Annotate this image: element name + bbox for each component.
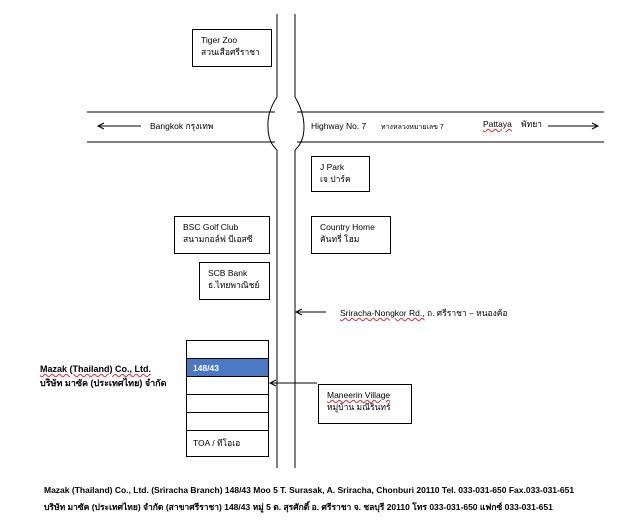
- bsc-golf-label: BSC Golf Club: [183, 222, 239, 232]
- company-label-th: บริษัท มาซัค (ประเทศไทย) จำกัด: [40, 378, 167, 388]
- scb-bank-box: SCB Bank ธ.ไทยพาณิชย์: [199, 262, 270, 300]
- scb-bank-label: SCB Bank: [208, 268, 248, 278]
- country-home-label: Country Home: [320, 222, 375, 232]
- maneerin-box: Maneerin Village หมู่บ้าน มณีรินทร์: [318, 384, 412, 424]
- highway-label: Highway No. 7: [311, 121, 367, 131]
- roundabout-left: [267, 96, 278, 151]
- country-home-box: Country Home คันทรี่ โฮม: [311, 216, 391, 254]
- tiger-zoo-label: Tiger Zoo: [201, 35, 238, 45]
- bsc-golf-label-th: สนามกอล์ฟ บีเอสซี: [183, 234, 253, 244]
- building-row: [186, 376, 269, 395]
- bangkok-label: Bangkok กรุงเทพ: [150, 121, 214, 131]
- road-label-th: ถ. ศรีราชา – หนองค้อ: [426, 308, 508, 318]
- building-toa: TOA / ทีโอเอ: [186, 430, 269, 457]
- highway-label-th: ทางหลวงหมายเลข 7: [381, 124, 444, 131]
- j-park-label: J Park: [320, 162, 345, 172]
- tiger-zoo-label-th: สวนเสือศรีราชา: [201, 47, 260, 57]
- company-label: Mazak (Thailand) Co., Ltd. บริษัท มาซัค …: [40, 362, 166, 390]
- building-row: [186, 412, 269, 431]
- scb-bank-label-th: ธ.ไทยพาณิชย์: [208, 280, 260, 290]
- company-label-en: Mazak (Thailand) Co., Ltd.: [40, 364, 152, 374]
- west-arrow-head: [96, 122, 105, 130]
- country-home-label-th: คันทรี่ โฮม: [320, 234, 360, 244]
- j-park-label-th: เจ ปาร์ค: [320, 174, 351, 184]
- footer-address-th: บริษัท มาซัค (ประเทศไทย) จำกัด (สาขาศรีร…: [44, 502, 553, 512]
- pattaya-label: Pattaya: [483, 119, 512, 129]
- roundabout-right: [294, 96, 305, 151]
- road-label: Sriracha-Nongkor Rd., ถ. ศรีราชา – หนองค…: [340, 308, 508, 319]
- tiger-zoo-box: Tiger Zoo สวนเสือศรีราชา: [192, 29, 272, 67]
- maneerin-label-th: หมู่บ้าน มณีรินทร์: [327, 402, 391, 412]
- east-arrow-head: [591, 122, 600, 130]
- j-park-box: J Park เจ ปาร์ค: [311, 156, 370, 192]
- building-row: [186, 394, 269, 413]
- road-pointer-head: [294, 308, 303, 316]
- bsc-golf-box: BSC Golf Club สนามกอล์ฟ บีเอสซี: [174, 216, 270, 254]
- pattaya-label-th: พัทยา: [521, 119, 542, 129]
- footer-address-en: Mazak (Thailand) Co., Ltd. (Sriracha Bra…: [44, 485, 575, 495]
- building-row: [186, 340, 269, 359]
- maneerin-label: Maneerin Village: [327, 390, 391, 400]
- maneerin-pointer-head: [268, 379, 277, 387]
- building-unit-148-43: 148/43: [186, 358, 269, 377]
- road-label-en: Sriracha-Nongkor Rd.,: [340, 308, 425, 318]
